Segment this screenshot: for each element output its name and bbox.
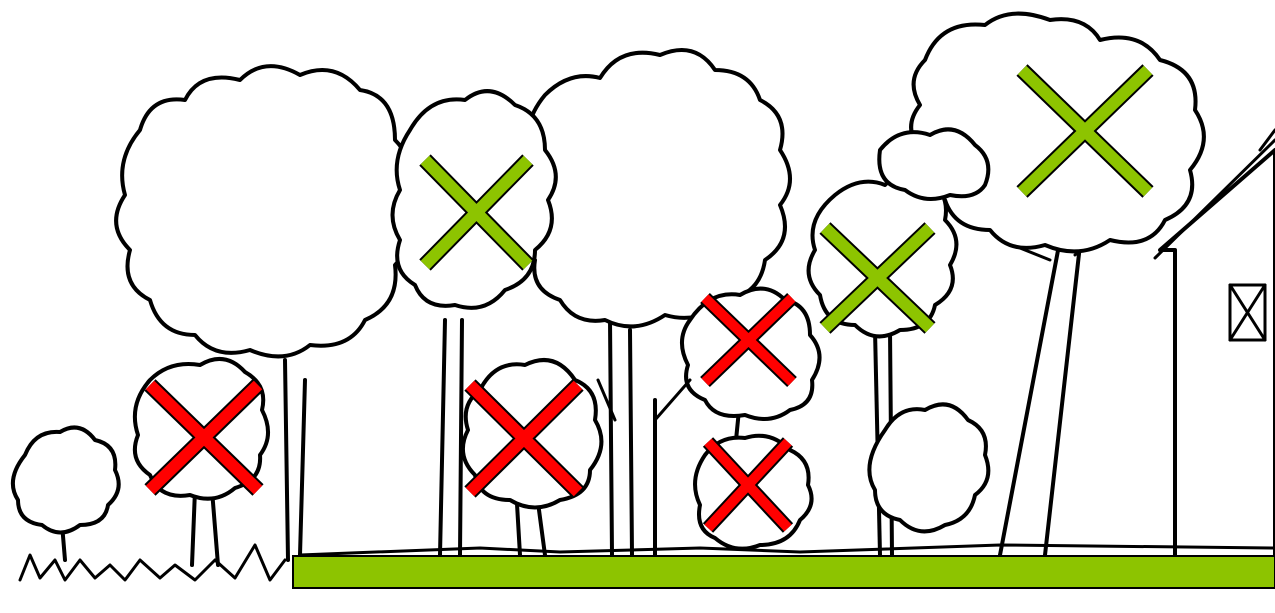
- shrub-right-of-center: [869, 404, 988, 531]
- shrub-far-left: [13, 428, 119, 561]
- ground-line: [293, 556, 1275, 588]
- tree-medium-remove-1: [682, 289, 820, 450]
